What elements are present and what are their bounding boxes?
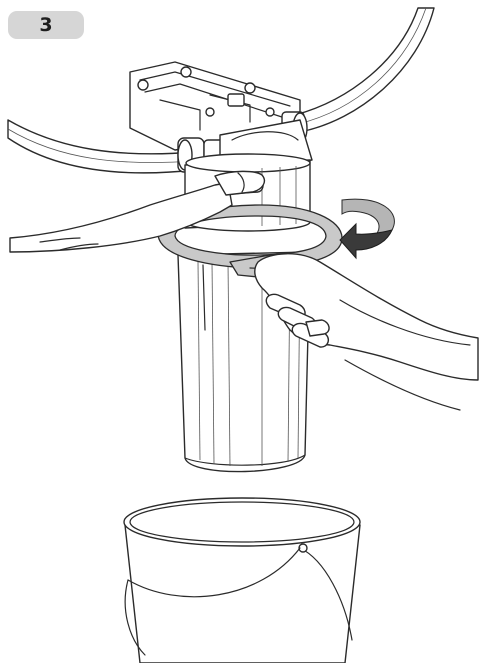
bucket: [124, 498, 360, 663]
outlet-hose: [295, 8, 434, 132]
rotation-arrow-icon: [340, 199, 394, 258]
